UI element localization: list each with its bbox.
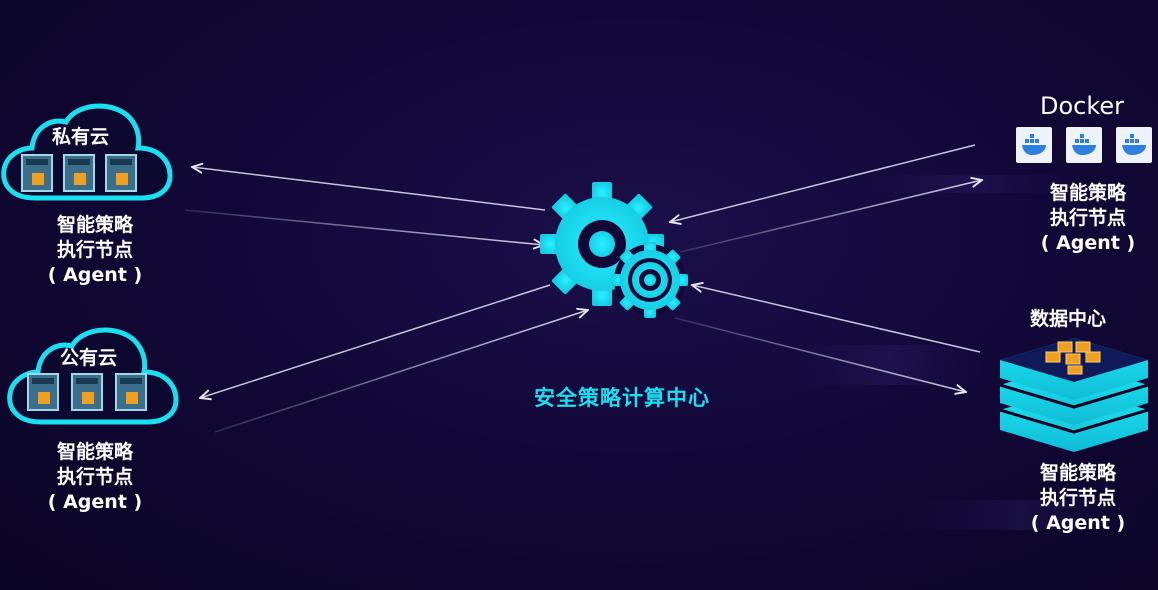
arrow-center-to-datacenter <box>674 317 966 392</box>
public-cloud-label-line2: 执行节点 <box>56 466 133 488</box>
datacenter-title: 数据中心 <box>1030 308 1107 330</box>
private-cloud-label: 智能策略 执行节点 ( Agent ) <box>45 213 145 288</box>
gear-icon <box>540 182 688 318</box>
public-cloud-title: 公有云 <box>60 347 118 369</box>
arrow-center-to-docker <box>679 180 982 253</box>
docker-icon <box>1016 127 1052 163</box>
docker-label-line3: ( Agent ) <box>1040 232 1136 254</box>
docker-label-line2: 执行节点 <box>1049 207 1126 229</box>
datacenter-label: 智能策略 执行节点 ( Agent ) <box>1028 461 1128 536</box>
public-cloud-label: 智能策略 执行节点 ( Agent ) <box>45 440 145 515</box>
docker-label: 智能策略 执行节点 ( Agent ) <box>1038 181 1138 256</box>
arrow-center-to-private <box>192 167 546 211</box>
datacenter-label-line3: ( Agent ) <box>1030 512 1126 534</box>
datacenter-label-line2: 执行节点 <box>1039 487 1116 509</box>
arrow-private-to-center <box>184 209 544 245</box>
public-cloud-label-line1: 智能策略 <box>56 441 133 463</box>
arrow-public-to-center <box>214 310 588 433</box>
docker-icon <box>1116 127 1152 163</box>
private-cloud-label-line3: ( Agent ) <box>47 264 143 286</box>
public-cloud-label-line3: ( Agent ) <box>47 491 143 513</box>
arrow-docker-to-center <box>670 144 976 222</box>
private-cloud-label-line1: 智能策略 <box>56 214 133 236</box>
docker-icon <box>1066 127 1102 163</box>
docker-label-line1: 智能策略 <box>1049 182 1126 204</box>
center-title: 安全策略计算中心 <box>534 386 710 410</box>
private-cloud-icon <box>1 103 173 201</box>
private-cloud-label-line2: 执行节点 <box>56 239 133 261</box>
arrow-center-to-public <box>200 284 551 398</box>
datacenter-icon <box>999 338 1149 452</box>
docker-title: Docker <box>1040 92 1125 120</box>
public-cloud-icon <box>7 327 179 425</box>
private-cloud-title: 私有云 <box>52 126 110 148</box>
server-group <box>27 373 147 411</box>
server-group <box>21 154 137 192</box>
datacenter-label-line1: 智能策略 <box>1039 462 1116 484</box>
arrow-datacenter-to-center <box>692 285 981 353</box>
